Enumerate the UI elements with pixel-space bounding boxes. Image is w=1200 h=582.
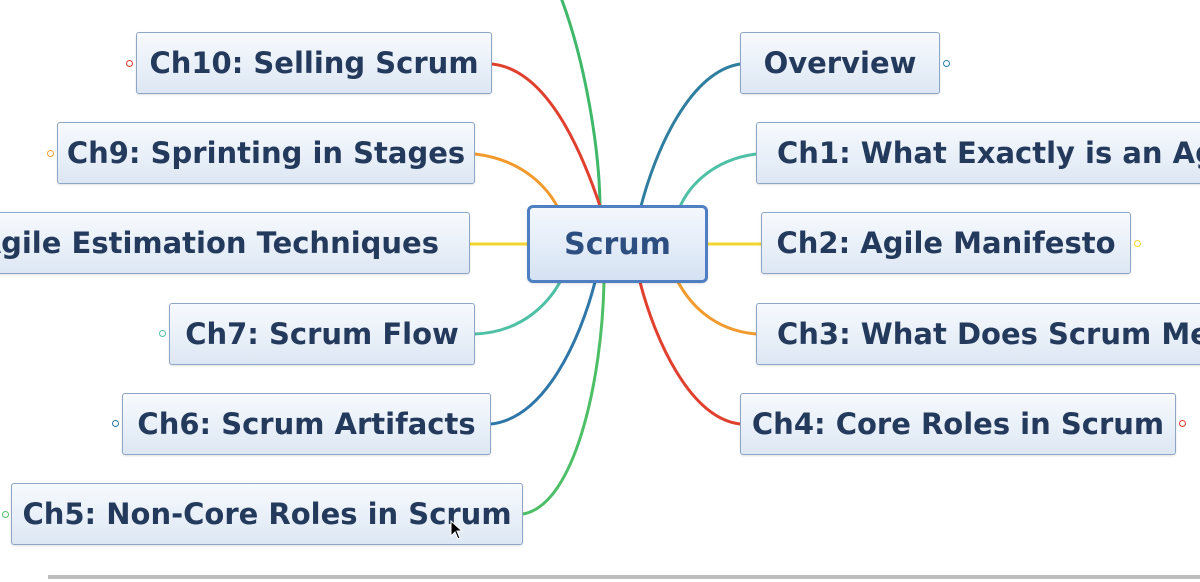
branch-ch10 <box>491 62 604 213</box>
branch-overview <box>638 62 741 211</box>
expand-toggle-ch5[interactable] <box>2 511 9 518</box>
expand-toggle-ch2[interactable] <box>1134 240 1141 247</box>
expand-toggle-overview[interactable] <box>943 60 950 67</box>
branch-ch1 <box>676 152 757 213</box>
branch-ch7 <box>474 281 562 336</box>
expand-toggle-ch7[interactable] <box>159 330 166 337</box>
mouse-cursor-icon <box>450 520 464 540</box>
topic-ch10[interactable]: Ch10: Selling Scrum <box>136 32 492 94</box>
expand-toggle-ch10[interactable] <box>126 60 133 67</box>
topic-ch6[interactable]: Ch6: Scrum Artifacts <box>122 393 491 455</box>
branch-ch5 <box>522 281 606 516</box>
branch-ch4 <box>638 281 741 426</box>
expand-toggle-ch9[interactable] <box>47 150 54 157</box>
topic-ch3[interactable]: Ch3: What Does Scrum Mea <box>756 303 1200 365</box>
expand-toggle-ch4[interactable] <box>1179 420 1186 427</box>
topic-ch2[interactable]: Ch2: Agile Manifesto <box>761 212 1131 274</box>
topic-ch5[interactable]: Ch5: Non-Core Roles in Scrum <box>11 483 523 545</box>
topic-ch9[interactable]: Ch9: Sprinting in Stages <box>57 122 475 184</box>
expand-toggle-ch6[interactable] <box>112 420 119 427</box>
bottom-divider <box>48 575 1200 579</box>
branch-top <box>560 0 602 211</box>
topic-overview[interactable]: Overview <box>740 32 940 94</box>
topic-ch1[interactable]: Ch1: What Exactly is an Agi <box>756 122 1200 184</box>
branch-ch3 <box>676 281 757 336</box>
branch-ch9 <box>474 152 562 213</box>
topic-agile-estimation[interactable]: Agile Estimation Techniques <box>0 212 470 274</box>
topic-ch4[interactable]: Ch4: Core Roles in Scrum <box>740 393 1176 455</box>
central-topic-scrum[interactable]: Scrum <box>527 205 708 283</box>
branch-ch6 <box>490 281 597 426</box>
topic-ch7[interactable]: Ch7: Scrum Flow <box>169 303 475 365</box>
